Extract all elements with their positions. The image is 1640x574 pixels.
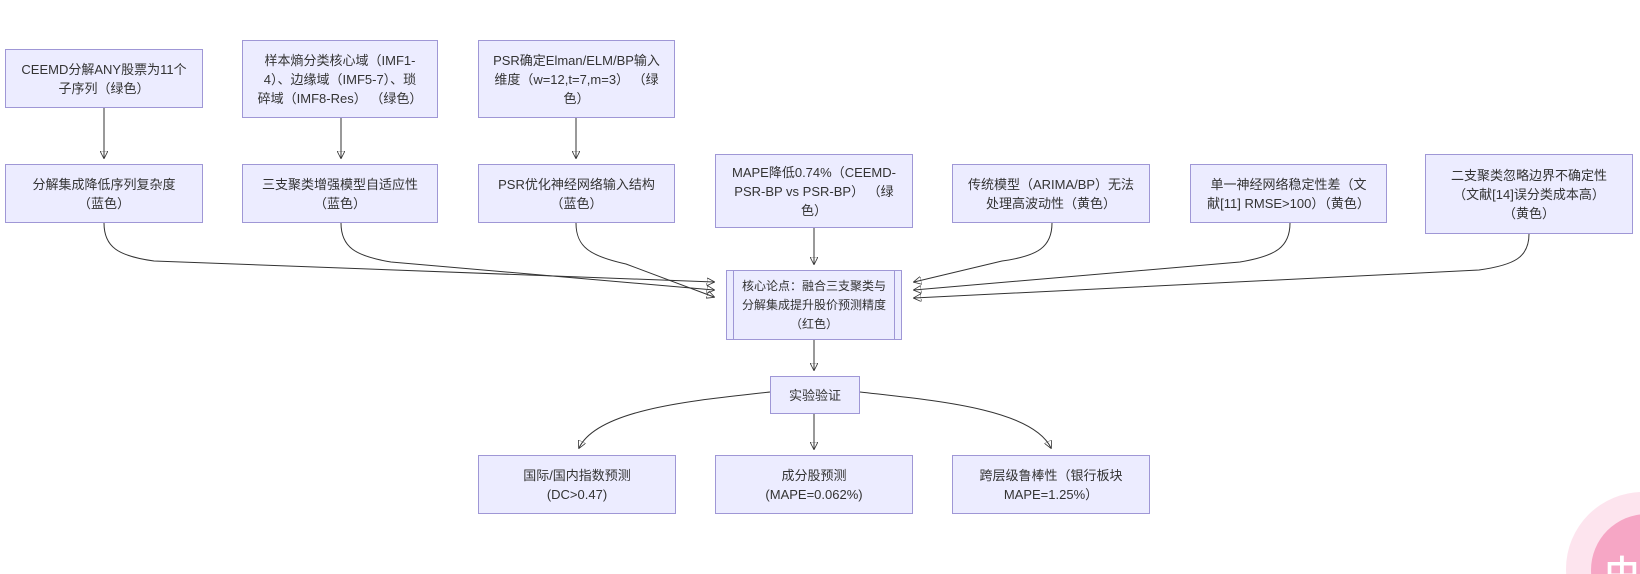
node-threeway: 三支聚类增强模型自适应性 （蓝色） [242, 164, 438, 223]
node-validate: 实验验证 [770, 376, 860, 414]
subroutine-right-line [894, 271, 895, 339]
edge-validate-to-robustness [859, 391, 1051, 448]
node-ceemd: CEEMD分解ANY股票为11个 子序列（绿色） [5, 49, 203, 108]
translate-button[interactable]: 中A [1591, 514, 1640, 574]
edge-psr-opt-to-core [575, 222, 714, 297]
edge-twoway-to-core [914, 233, 1530, 298]
edge-threeway-to-core [340, 222, 714, 290]
node-stock-pred: 成分股预测 (MAPE=0.062%) [715, 455, 913, 514]
node-index-pred: 国际/国内指数预测 (DC>0.47) [478, 455, 676, 514]
edge-validate-to-index-pred [579, 391, 771, 448]
subroutine-left-line [733, 271, 734, 339]
node-twoway: 二支聚类忽略边界不确定性 （文献[14]误分类成本高） （黄色） [1425, 154, 1633, 234]
edge-single-nn-to-core [914, 222, 1291, 290]
node-robustness: 跨层级鲁棒性（银行板块 MAPE=1.25%） [952, 455, 1150, 514]
edge-arima-to-core [914, 222, 1053, 282]
node-psr-opt: PSR优化神经网络输入结构 （蓝色） [478, 164, 675, 223]
node-core-thesis: 核心论点：融合三支聚类与 分解集成提升股价预测精度 （红色） [726, 270, 902, 340]
node-decomp: 分解集成降低序列复杂度 （蓝色） [5, 164, 203, 223]
node-mape: MAPE降低0.74%（CEEMD- PSR-BP vs PSR-BP） （绿 … [715, 154, 913, 228]
node-arima: 传统模型（ARIMA/BP）无法 处理高波动性（黄色） [952, 164, 1150, 223]
core-thesis-label: 核心论点：融合三支聚类与 分解集成提升股价预测精度 （红色） [741, 278, 886, 331]
edge-decomp-to-core [103, 222, 714, 282]
node-psr-dim: PSR确定Elman/ELM/BP输入 维度（w=12,t=7,m=3） （绿 … [478, 40, 675, 118]
node-sample-entropy: 样本熵分类核心域（IMF1- 4）、边缘域（IMF5-7）、琐 碎域（IMF8-… [242, 40, 438, 118]
node-single-nn: 单一神经网络稳定性差（文 献[11] RMSE>100）（黄色） [1190, 164, 1387, 223]
